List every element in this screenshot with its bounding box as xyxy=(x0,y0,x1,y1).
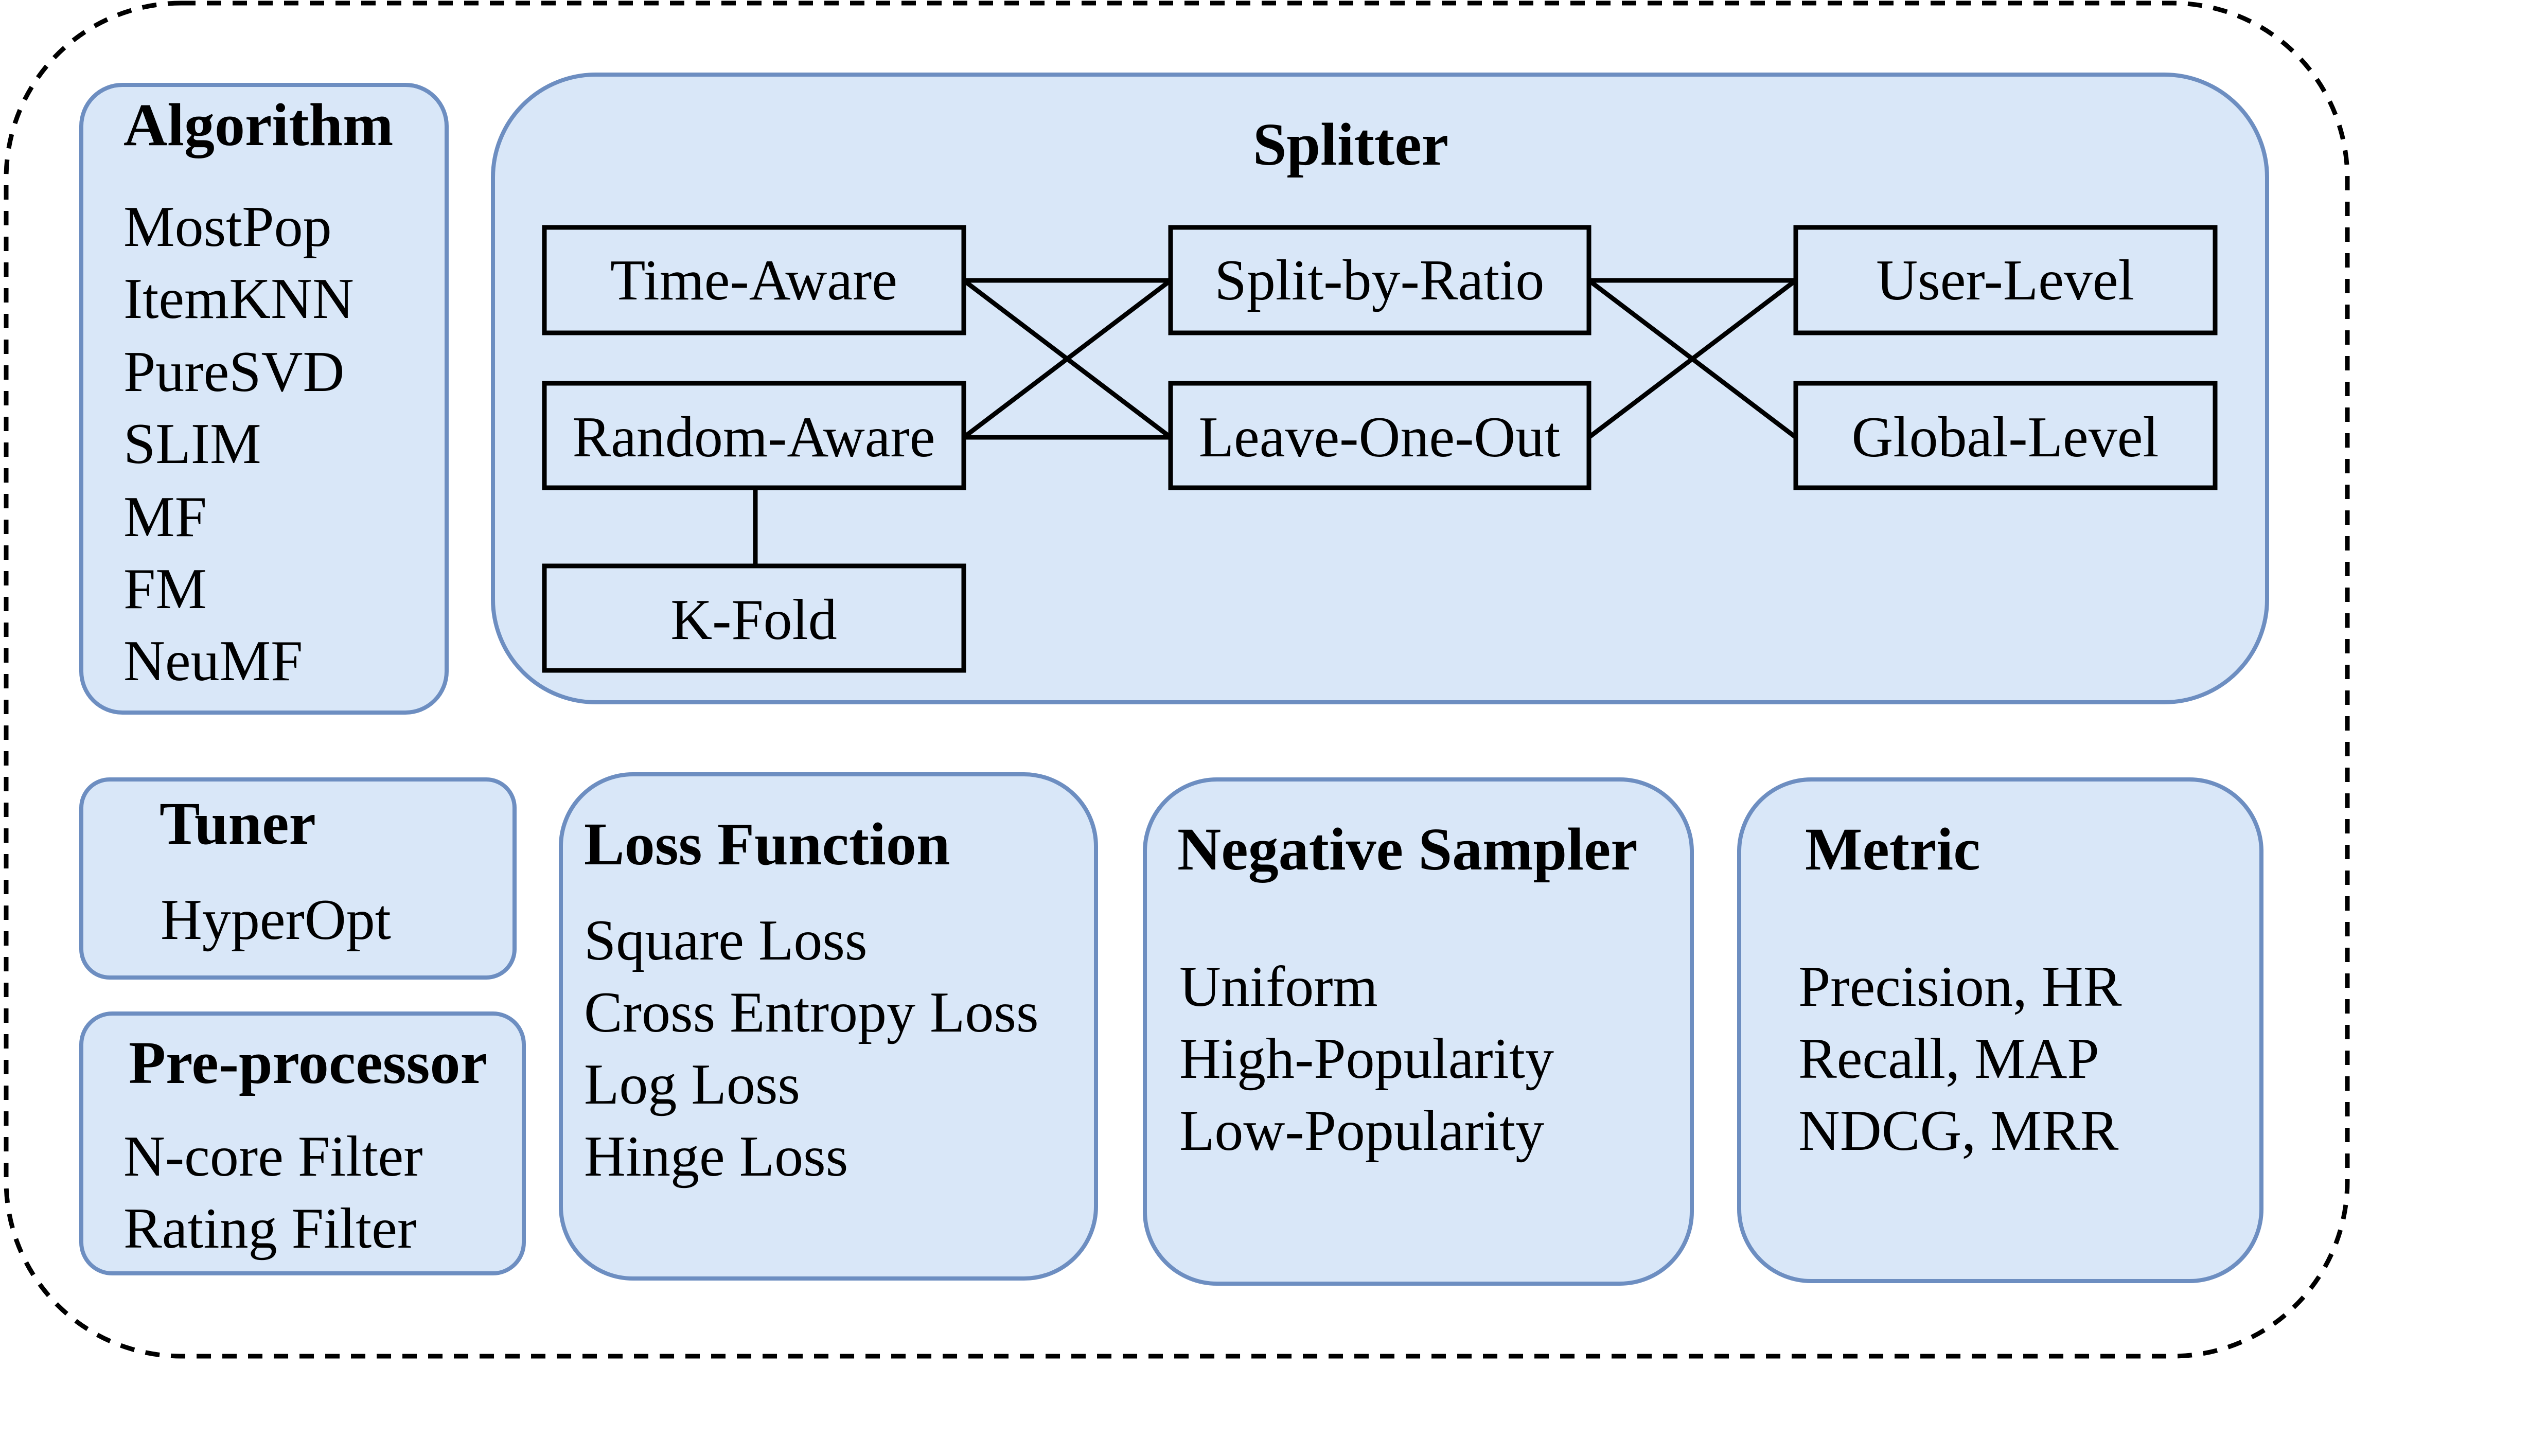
framework-boundary xyxy=(4,1,2350,1359)
edge-random-aware-to-split-by-ratio xyxy=(962,278,1172,439)
node-random-aware-label: Random-Aware xyxy=(572,405,935,469)
algorithm-module: Algorithm MostPop ItemKNN PureSVD SLIM M… xyxy=(79,83,449,715)
tuner-module: Tuner HyperOpt xyxy=(79,777,517,980)
edge-global-level-to-split-by-ratio xyxy=(1587,278,1797,439)
preprocessor-title: Pre-processor xyxy=(129,1029,487,1096)
negative-sampler-module: Negative Sampler Uniform High-Popularity… xyxy=(1143,777,1694,1286)
preprocessor-item: N-core Filter xyxy=(123,1125,423,1188)
splitter-title: Splitter xyxy=(1253,111,1448,178)
node-random-aware xyxy=(542,381,966,490)
node-time-aware-label: Time-Aware xyxy=(610,248,897,312)
negative-sampler-item: Uniform xyxy=(1179,955,1378,1019)
node-time-aware xyxy=(542,225,966,335)
loss-function-item: Hinge Loss xyxy=(584,1125,848,1188)
algorithm-item: PureSVD xyxy=(123,340,344,404)
algorithm-item: MF xyxy=(123,485,207,549)
metric-item: Recall, MAP xyxy=(1798,1027,2099,1091)
metric-title: Metric xyxy=(1805,815,1980,883)
node-leave-one-out xyxy=(1168,381,1591,490)
algorithm-item: SLIM xyxy=(123,412,261,476)
metric-module: Metric Precision, HR Recall, MAP NDCG, M… xyxy=(1737,777,2263,1283)
negative-sampler-title: Negative Sampler xyxy=(1177,815,1638,883)
metric-item: NDCG, MRR xyxy=(1798,1099,2119,1163)
algorithm-item: FM xyxy=(123,557,207,621)
loss-function-item: Cross Entropy Loss xyxy=(584,981,1039,1044)
algorithm-item: ItemKNN xyxy=(123,267,354,331)
node-global-level xyxy=(1793,381,2218,490)
loss-function-item: Log Loss xyxy=(584,1053,800,1116)
algorithm-item: MostPop xyxy=(123,195,332,259)
preprocessor-item: Rating Filter xyxy=(123,1197,416,1260)
node-user-level-label: User-Level xyxy=(1876,248,2134,312)
loss-function-item: Square Loss xyxy=(584,909,868,972)
node-global-level-label: Global-Level xyxy=(1851,405,2159,469)
algorithm-item: NeuMF xyxy=(123,629,303,693)
node-k-fold-label: K-Fold xyxy=(670,588,837,652)
loss-function-title: Loss Function xyxy=(584,810,950,878)
splitter-module: Splitter Time-Aware Random-Aware K-Fold … xyxy=(491,73,2269,704)
node-k-fold xyxy=(542,563,966,673)
preprocessor-module: Pre-processor N-core Filter Rating Filte… xyxy=(79,1011,526,1275)
node-split-by-ratio-label: Split-by-Ratio xyxy=(1215,248,1545,312)
tuner-title: Tuner xyxy=(160,790,316,857)
tuner-item: HyperOpt xyxy=(161,888,391,952)
loss-function-module: Loss Function Square Loss Cross Entropy … xyxy=(559,772,1098,1281)
algorithm-title: Algorithm xyxy=(123,91,393,158)
node-leave-one-out-label: Leave-One-Out xyxy=(1199,405,1561,469)
node-split-by-ratio xyxy=(1168,225,1591,335)
node-user-level xyxy=(1793,225,2218,335)
negative-sampler-item: Low-Popularity xyxy=(1179,1099,1544,1163)
negative-sampler-item: High-Popularity xyxy=(1179,1027,1554,1091)
metric-item: Precision, HR xyxy=(1798,955,2122,1019)
